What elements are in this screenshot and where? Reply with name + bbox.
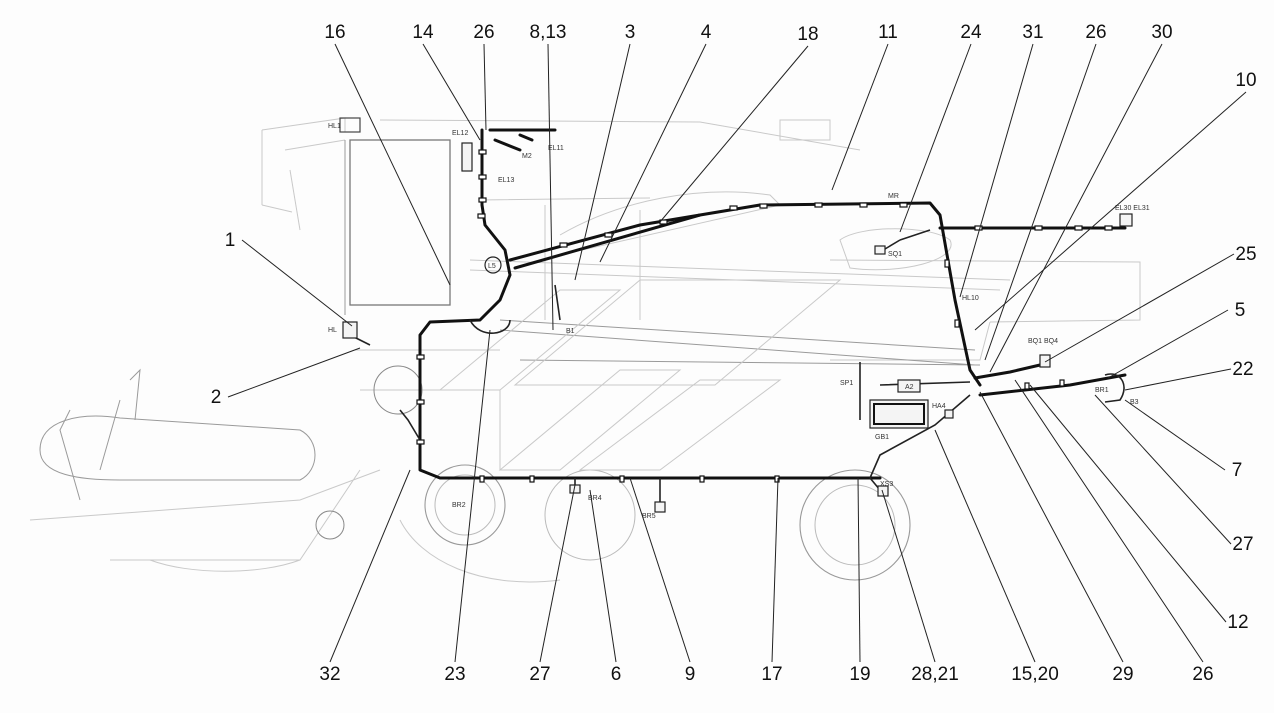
label-el12: EL12 bbox=[452, 130, 468, 137]
label-sp1: SP1 bbox=[840, 380, 853, 387]
leader-line-bottom-8 bbox=[934, 429, 1036, 663]
leader-line-top-6 bbox=[659, 45, 809, 223]
label-el13: EL13 bbox=[498, 177, 514, 184]
label-ha4: HA4 bbox=[932, 403, 946, 410]
callout-number-top-11: 30 bbox=[1151, 22, 1172, 43]
label-a2: A2 bbox=[905, 384, 914, 391]
label-xs3: XS3 bbox=[880, 481, 893, 488]
label-br2: BR2 bbox=[452, 502, 466, 509]
leader-line-right-2 bbox=[1124, 368, 1232, 391]
callout-number-top-4: 3 bbox=[625, 22, 636, 43]
leader-line-bottom-1 bbox=[454, 329, 491, 663]
label-bq1-bq4: BQ1 BQ4 bbox=[1028, 338, 1058, 345]
label-gb1: GB1 bbox=[875, 434, 889, 441]
leader-lines bbox=[227, 43, 1247, 663]
label-hl1: HL1 bbox=[328, 123, 341, 130]
leader-line-top-11 bbox=[989, 43, 1163, 373]
callout-number-top-8: 24 bbox=[960, 22, 982, 43]
label-m2: M2 bbox=[522, 153, 532, 160]
label-b3: B3 bbox=[1130, 399, 1139, 406]
harness-lines bbox=[349, 128, 1127, 505]
leader-line-top-8 bbox=[899, 43, 972, 233]
callout-number-bottom-10: 26 bbox=[1192, 664, 1213, 685]
label-hl10: HL10 bbox=[962, 295, 979, 302]
leader-line-bottom-9 bbox=[979, 391, 1124, 663]
callout-number-top-2: 26 bbox=[473, 22, 494, 43]
harness-clips bbox=[416, 149, 1113, 483]
label-br1: BR1 bbox=[1095, 387, 1109, 394]
callout-number-right-3: 7 bbox=[1232, 460, 1243, 481]
callout-number-bottom-1: 23 bbox=[444, 664, 465, 685]
component-labels: HL1 EL12 M2 EL11 EL13 HL L5 B1 MR SQ1 EL… bbox=[328, 123, 1150, 520]
callout-number-bottom-2: 27 bbox=[529, 664, 550, 685]
callout-number-left-0: 1 bbox=[225, 230, 236, 251]
leader-line-bottom-7 bbox=[881, 489, 936, 663]
callout-number-right-1: 5 bbox=[1235, 300, 1246, 321]
leader-line-bottom-2 bbox=[539, 484, 576, 663]
label-hl-left: HL bbox=[328, 327, 337, 334]
callout-number-top-7: 11 bbox=[878, 22, 898, 43]
callout-number-top-9: 31 bbox=[1022, 22, 1043, 43]
leader-line-top-4 bbox=[574, 43, 631, 281]
electrical-components bbox=[342, 142, 1133, 513]
leader-line-top-9 bbox=[959, 43, 1034, 298]
label-el30-el31: EL30 EL31 bbox=[1115, 205, 1150, 212]
leader-line-bottom-6 bbox=[857, 477, 861, 663]
label-mr: MR bbox=[888, 193, 899, 200]
leader-line-bottom-0 bbox=[329, 469, 411, 663]
callout-number-bottom-7: 28,21 bbox=[911, 664, 959, 685]
leader-line-top-10 bbox=[984, 43, 1097, 361]
leader-line-top-3 bbox=[547, 43, 554, 331]
callout-number-top-0: 16 bbox=[324, 22, 345, 43]
leader-line-left-1 bbox=[227, 347, 361, 398]
label-b1: B1 bbox=[566, 328, 575, 335]
label-br5: BR5 bbox=[642, 513, 656, 520]
leader-line-left-0 bbox=[241, 239, 353, 327]
callout-number-right-0: 25 bbox=[1235, 244, 1256, 265]
leader-line-top-5 bbox=[599, 43, 707, 263]
callout-number-bottom-6: 19 bbox=[849, 664, 870, 685]
callout-number-top-10: 26 bbox=[1085, 22, 1106, 43]
callout-number-top-6: 18 bbox=[797, 24, 818, 45]
leader-line-top-12 bbox=[974, 91, 1247, 331]
label-l5: L5 bbox=[488, 263, 496, 270]
callout-number-top-3: 8,13 bbox=[530, 22, 567, 43]
label-sq1: SQ1 bbox=[888, 251, 902, 258]
label-el11: EL11 bbox=[548, 145, 564, 152]
leader-line-top-0 bbox=[334, 43, 451, 286]
leader-line-bottom-4 bbox=[629, 477, 691, 663]
callout-number-bottom-0: 32 bbox=[319, 664, 340, 685]
callout-number-bottom-3: 6 bbox=[611, 664, 622, 685]
leader-line-bottom-10 bbox=[1014, 379, 1204, 663]
callout-number-bottom-5: 17 bbox=[761, 664, 782, 685]
leader-line-right-4 bbox=[1094, 394, 1232, 545]
callout-number-right-5: 12 bbox=[1227, 612, 1248, 633]
callout-number-left-1: 2 bbox=[211, 387, 222, 408]
callout-number-bottom-4: 9 bbox=[685, 664, 696, 685]
callout-number-top-1: 14 bbox=[412, 22, 434, 43]
leader-line-bottom-3 bbox=[589, 489, 617, 663]
label-br4: BR4 bbox=[588, 495, 602, 502]
leader-line-right-5 bbox=[1029, 384, 1227, 623]
leader-line-right-1 bbox=[1107, 309, 1229, 379]
callout-number-top-5: 4 bbox=[701, 22, 712, 43]
leader-line-right-0 bbox=[1044, 253, 1235, 363]
callout-number-bottom-9: 29 bbox=[1112, 664, 1133, 685]
leader-line-top-7 bbox=[831, 43, 889, 191]
leader-line-right-3 bbox=[1124, 399, 1226, 471]
callout-number-top-12: 10 bbox=[1235, 70, 1256, 91]
leader-line-top-1 bbox=[422, 43, 481, 141]
combine-outline bbox=[29, 117, 1141, 583]
leader-line-bottom-5 bbox=[771, 477, 779, 663]
callout-number-bottom-8: 15,20 bbox=[1011, 664, 1059, 685]
callout-number-right-4: 27 bbox=[1232, 534, 1253, 555]
callout-number-right-2: 22 bbox=[1232, 359, 1253, 380]
leader-line-top-2 bbox=[483, 43, 487, 131]
